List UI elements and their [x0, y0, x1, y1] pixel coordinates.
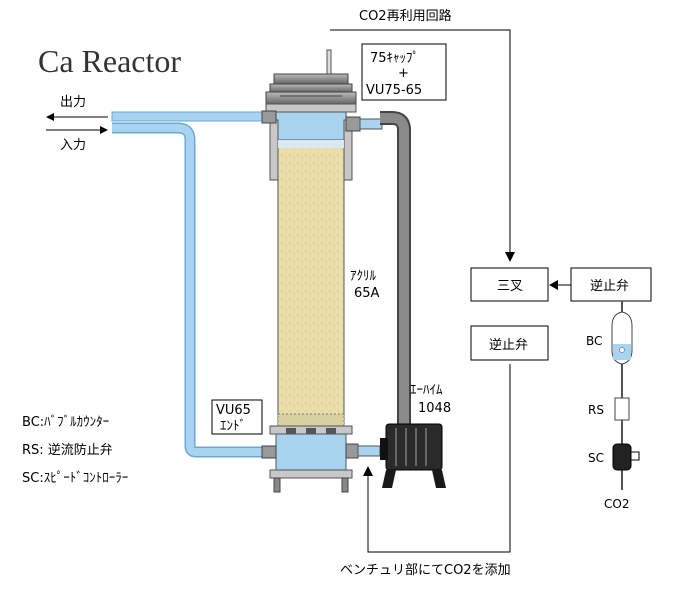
eheim-label-line1: ｴｰﾊｲﾑ — [410, 383, 443, 398]
check-valve-bottom-box — [470, 325, 549, 361]
cap-label-box — [361, 43, 447, 101]
eheim-pump — [380, 423, 446, 488]
eheim-label-line2: 1048 — [418, 401, 451, 416]
diagram-title: Ca Reactor — [38, 43, 181, 79]
input-pipe — [112, 122, 276, 458]
bottom-right-fitting — [345, 443, 381, 459]
cap-label-line1: 75ｷｬｯﾌﾟ — [370, 51, 419, 66]
speed-controller-icon — [612, 443, 640, 471]
venturi-note: ベンチュリ部にてCO2を添加 — [340, 563, 511, 578]
reverse-stop-valve-icon — [614, 397, 630, 421]
bubble-counter-icon — [611, 311, 633, 365]
reactor-top-cap — [265, 73, 357, 105]
co2-reuse-loop-label: CO2再利用回路 — [359, 8, 452, 24]
acrylic-label-line2: 65A — [354, 286, 380, 301]
vu65-end-line2: ｴﾝﾄﾞ — [220, 419, 246, 434]
input-arrow — [46, 126, 108, 134]
check-valve-to-three-way-arrow — [549, 280, 571, 290]
vu65-end-box — [211, 399, 263, 435]
check-valve-bottom-label: 逆止弁 — [489, 337, 528, 353]
check-valve-top-label: 逆止弁 — [590, 278, 629, 294]
input-label: 入力 — [60, 138, 86, 153]
rs-small-label: RS — [588, 403, 604, 417]
legend-sc: SC:ｽﾋﾟｰﾄﾞｺﾝﾄﾛｰﾗｰ — [22, 471, 128, 486]
co2-reuse-loop-line — [330, 29, 515, 262]
cap-label-line2: + — [398, 66, 409, 81]
three-way-box — [470, 267, 549, 302]
three-way-label: 三叉 — [497, 279, 523, 294]
cap-label-line3: VU75-65 — [366, 83, 422, 98]
output-label: 出力 — [60, 95, 86, 110]
venturi-arrow — [363, 364, 511, 553]
legend-rs: RS: 逆流防止弁 — [22, 442, 113, 458]
legend-bc: BC:ﾊﾞﾌﾞﾙｶｳﾝﾀｰ — [22, 415, 109, 430]
sc-small-label: SC — [588, 451, 604, 465]
bottom-left-fitting — [261, 445, 277, 459]
gray-return-pipe — [380, 111, 411, 424]
co2-label: CO2 — [604, 497, 629, 511]
acrylic-column — [277, 139, 345, 431]
vu65-end-line1: VU65 — [216, 403, 251, 418]
output-pipe — [111, 111, 278, 122]
acrylic-label-line1: ｱｸﾘﾙ — [350, 269, 377, 284]
top-left-fitting — [261, 110, 277, 124]
top-right-fitting — [345, 116, 383, 132]
reactor-bottom — [269, 425, 353, 493]
bc-small-label: BC — [586, 334, 602, 348]
output-arrow — [46, 113, 108, 121]
